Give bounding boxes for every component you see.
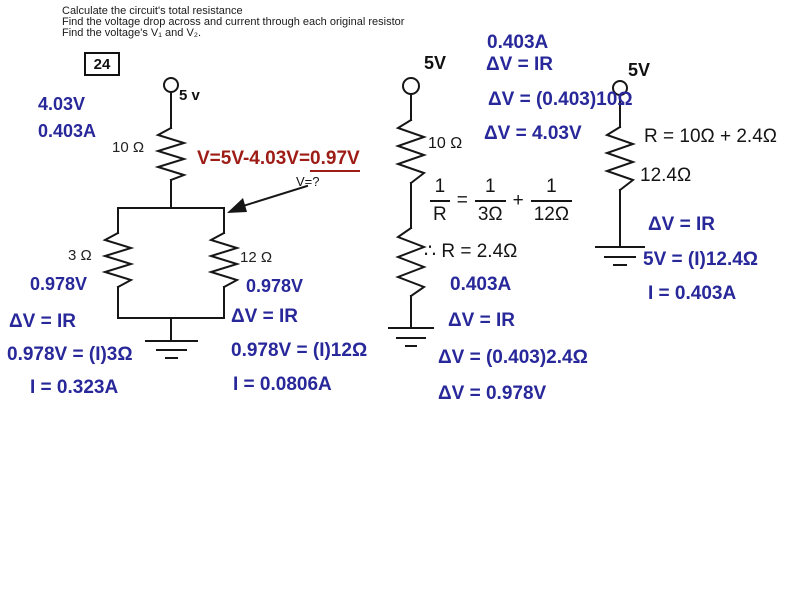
middle-bottom-work-line-1: 0.403A xyxy=(450,274,512,295)
middle-bottom-work-line-2: ΔV = IR xyxy=(448,310,515,331)
right-branch-resistor-value: 12 Ω xyxy=(240,249,273,266)
middle-source-voltage-label: 5V xyxy=(424,53,447,73)
left-voltage-annotation: 4.03V xyxy=(38,94,86,114)
right-branch-work-line-3: I = 0.0806A xyxy=(233,374,332,395)
ground-icon xyxy=(595,246,645,266)
left-branch-work-line-2: 0.978V = (I)3Ω xyxy=(7,344,133,365)
left-branch-work-line-1: ΔV = IR xyxy=(9,311,76,332)
left-circuit-drawing xyxy=(101,77,309,359)
problem-number: 24 xyxy=(84,52,120,76)
right-branch-voltage: 0.978V xyxy=(246,276,304,296)
terminal-node-icon xyxy=(163,77,179,93)
voltage-question-label: V=? xyxy=(296,174,320,189)
instruction-line-3: Find the voltage's V₁ and V₂. xyxy=(62,27,202,39)
resistor-icon xyxy=(394,118,428,185)
middle-top-work-line-1: 0.403A xyxy=(487,32,549,53)
middle-top-work-line-3: ΔV = (0.403)10Ω xyxy=(488,89,633,110)
terminal-node-icon xyxy=(402,77,420,95)
right-work-line-2: 5V = (I)12.4Ω xyxy=(643,249,759,270)
middle-top-work-line-4: ΔV = 4.03V xyxy=(484,123,582,144)
middle-bottom-work-line-4: ΔV = 0.978V xyxy=(438,383,547,404)
left-current-annotation: 0.403A xyxy=(38,121,97,141)
right-circuit-drawing xyxy=(595,80,645,266)
left-top-resistor-value: 10 Ω xyxy=(112,139,145,156)
resistor-icon xyxy=(154,126,188,182)
resistor-icon xyxy=(101,231,135,289)
right-source-voltage-label: 5V xyxy=(628,60,651,80)
right-work-line-1: ΔV = IR xyxy=(648,214,715,235)
ground-icon xyxy=(145,340,198,359)
total-resistance-line-1: R = 10Ω + 2.4Ω xyxy=(644,126,777,147)
left-branch-voltage: 0.978V xyxy=(30,274,88,294)
left-source-voltage-label: 5 v xyxy=(179,87,200,104)
right-branch-work-line-2: 0.978V = (I)12Ω xyxy=(231,340,368,361)
red-formula-underlined: 0.97V xyxy=(310,148,360,172)
middle-bottom-work-line-3: ΔV = (0.403)2.4Ω xyxy=(438,347,588,368)
middle-circuit-drawing xyxy=(388,77,434,347)
right-branch-work-line-1: ΔV = IR xyxy=(231,306,298,327)
resistor-icon xyxy=(395,226,427,298)
equals-sign: = xyxy=(456,190,468,211)
left-branch-work-line-3: I = 0.323A xyxy=(30,377,119,398)
instruction-line-2: Find the voltage drop across and current… xyxy=(62,16,405,28)
therefore-resistance: ∴ R = 2.4Ω xyxy=(424,241,518,262)
middle-top-work-line-2: ΔV = IR xyxy=(486,54,553,75)
ground-icon xyxy=(388,327,434,347)
resistor-icon xyxy=(603,125,637,192)
left-branch-resistor-value: 3 Ω xyxy=(68,247,92,264)
plus-sign: + xyxy=(512,190,524,211)
resistor-icon xyxy=(207,231,241,289)
middle-resistor-value: 10 Ω xyxy=(428,135,463,152)
total-resistance-line-2: 12.4Ω xyxy=(640,165,692,186)
red-voltage-calculation: V=5V-4.03V=0.97V xyxy=(197,148,360,172)
right-work-line-3: I = 0.403A xyxy=(648,283,737,304)
red-formula-plain: V=5V-4.03V= xyxy=(197,148,311,169)
instruction-line-1: Calculate the circuit's total resistance xyxy=(62,5,243,17)
arrow-icon xyxy=(227,184,309,213)
